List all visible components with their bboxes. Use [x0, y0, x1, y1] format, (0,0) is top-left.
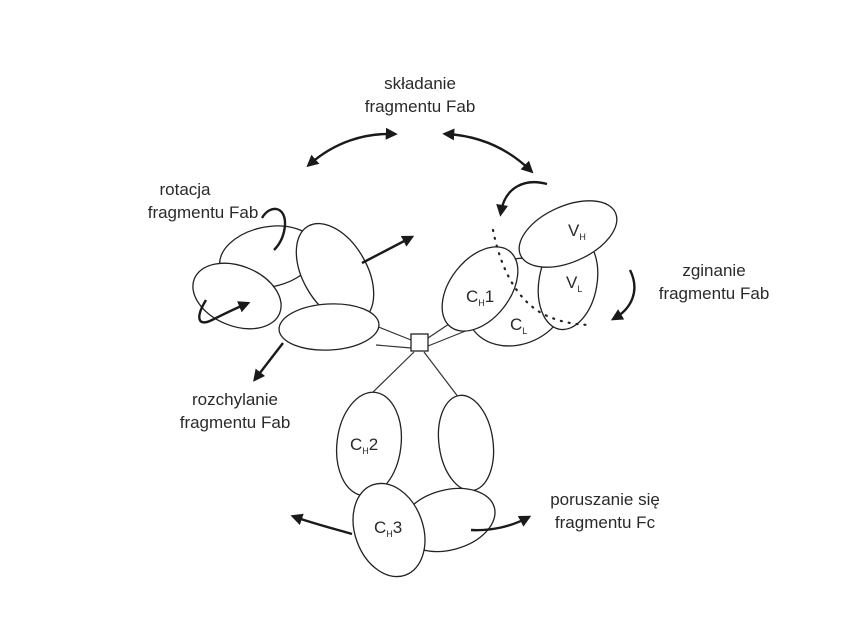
folding-arrow-left	[306, 127, 398, 168]
bending-arrow-top	[496, 181, 548, 217]
fc-arrow-right	[470, 515, 532, 532]
left-fab-domain-bottom	[278, 303, 380, 351]
ch1-label: CH1	[466, 287, 494, 308]
left-fab-fragment	[192, 222, 380, 351]
spreading-label-line2: fragmentu Fab	[180, 413, 291, 432]
rotation-label-line2: fragmentu Fab	[148, 203, 259, 222]
vh-domain	[518, 200, 618, 268]
fc-fragment	[335, 391, 496, 578]
rotation-label-line1: rotacja	[159, 180, 211, 199]
folding-arrow-right	[442, 128, 534, 174]
ch2-label: CH2	[350, 435, 378, 456]
rotation-arrow-bottom	[198, 299, 251, 324]
ch2-domain-right	[437, 394, 495, 492]
vh-label: VH	[568, 221, 586, 242]
bending-arrow-right	[610, 269, 636, 321]
rotation-arrow-top	[260, 207, 287, 251]
bending-label-line1: zginanie	[682, 261, 745, 280]
folding-label-line1: składanie	[384, 74, 456, 93]
left-fab-domain-left	[192, 262, 282, 330]
fc-arrow-left	[290, 513, 353, 536]
fc-movement-label-line2: fragmentu Fc	[555, 513, 656, 532]
hinge-lines	[369, 319, 469, 403]
ch3-label: CH3	[374, 518, 402, 539]
folding-label-line2: fragmentu Fab	[365, 97, 476, 116]
hinge-square	[410, 333, 429, 352]
spreading-arrow-left	[253, 342, 284, 382]
right-fab-fragment	[441, 200, 618, 347]
spreading-arrow-right	[361, 235, 415, 265]
ch1-domain	[441, 246, 519, 332]
fc-movement-label-line1: poruszanie się	[550, 490, 660, 509]
vl-label: VL	[566, 273, 582, 294]
ch3-domain	[352, 482, 426, 578]
cl-label: CL	[510, 315, 527, 336]
bending-label-line2: fragmentu Fab	[659, 284, 770, 303]
spreading-label-line1: rozchylanie	[192, 390, 278, 409]
motion-arrows	[198, 127, 636, 536]
